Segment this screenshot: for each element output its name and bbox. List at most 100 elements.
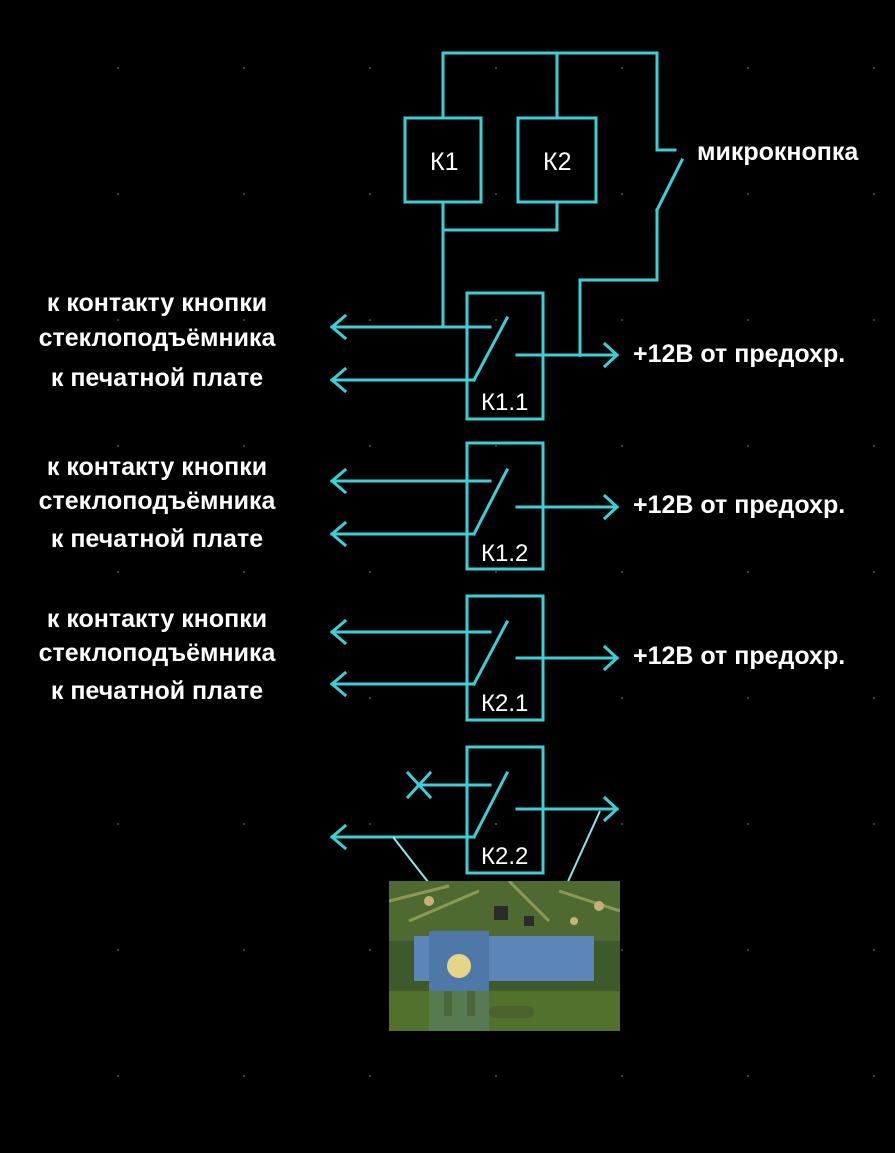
grid-dot <box>747 823 749 825</box>
grid-dot <box>243 67 245 69</box>
grid-dot <box>117 949 119 951</box>
grid-dot <box>243 571 245 573</box>
grid-dot <box>873 67 875 69</box>
grid-dot <box>243 823 245 825</box>
grid-dot <box>747 67 749 69</box>
microswitch-label: микрокнопка <box>697 138 859 166</box>
grid-dot <box>621 697 623 699</box>
grid-dot <box>117 67 119 69</box>
left-label-3-line1: к контакту кнопки <box>46 605 268 633</box>
coil-bottom-wire <box>441 200 559 232</box>
grid-dot <box>369 949 371 951</box>
k21-blade <box>471 619 510 687</box>
grid-dot <box>873 445 875 447</box>
grid-dot <box>621 193 623 195</box>
grid-dot <box>243 445 245 447</box>
left-label-3-line2: стеклоподъёмника <box>38 639 276 667</box>
junction-k11 <box>578 353 582 357</box>
grid-dot <box>747 193 749 195</box>
grid-dot <box>747 571 749 573</box>
coil-k1-label: К1 <box>430 148 459 176</box>
grid-dot <box>747 697 749 699</box>
grid-dot <box>873 571 875 573</box>
left-label-1-line3: к печатной плате <box>50 364 264 392</box>
grid-dot <box>873 949 875 951</box>
grid-dot <box>117 571 119 573</box>
k11-arrow-right <box>602 341 620 369</box>
relay-k22-label: К2.2 <box>481 843 529 870</box>
grid-dot <box>495 571 497 573</box>
grid-dot <box>495 823 497 825</box>
grid-dot <box>369 67 371 69</box>
top-bus-wire <box>441 51 659 152</box>
k22-x-mark <box>405 770 433 800</box>
grid-dot <box>495 67 497 69</box>
k21-arrow-left-bottom <box>329 670 348 698</box>
grid-dot <box>747 949 749 951</box>
k22-arrow-right <box>602 795 620 823</box>
grid-dot <box>369 1075 371 1077</box>
k11-blade <box>471 315 510 383</box>
grid-dot <box>873 1075 875 1077</box>
grid-dot <box>369 193 371 195</box>
grid-dot <box>243 193 245 195</box>
microswitch-lower <box>578 208 659 357</box>
right-label-1: +12В от предохр. <box>633 340 846 368</box>
grid-dot <box>495 697 497 699</box>
grid-dots <box>117 67 875 1077</box>
k12-arrow-left-bottom <box>329 520 348 548</box>
grid-dot <box>495 1075 497 1077</box>
grid-dot <box>873 193 875 195</box>
left-label-2-line3: к печатной плате <box>50 525 264 553</box>
k21-arrow-left-top <box>329 618 348 646</box>
left-label-1-line2: стеклоподъёмника <box>38 324 276 352</box>
coil-k2-label: К2 <box>543 148 572 176</box>
grid-dot <box>117 1075 119 1077</box>
grid-dot <box>621 823 623 825</box>
grid-dot <box>621 949 623 951</box>
relay-k12-label: К1.2 <box>481 540 529 567</box>
grid-dot <box>621 571 623 573</box>
k12-blade <box>471 467 510 537</box>
pcb-photo-icon <box>389 881 620 1031</box>
grid-dot <box>621 319 623 321</box>
grid-dot <box>369 445 371 447</box>
grid-dot <box>621 1075 623 1077</box>
grid-dot <box>243 1075 245 1077</box>
grid-dot <box>747 1075 749 1077</box>
grid-dot <box>117 193 119 195</box>
grid-dot <box>495 193 497 195</box>
grid-dot <box>747 445 749 447</box>
k12-arrow-right <box>602 493 620 521</box>
grid-dot <box>873 319 875 321</box>
pcb-photo <box>389 881 620 1031</box>
left-label-1-line1: к контакту кнопки <box>46 289 268 317</box>
grid-dot <box>495 445 497 447</box>
grid-dot <box>117 319 119 321</box>
left-label-2-line1: к контакту кнопки <box>46 453 268 481</box>
k22-arrow-left <box>329 823 348 851</box>
grid-dot <box>243 949 245 951</box>
relay-k21-label: К2.1 <box>481 690 529 717</box>
relay-k11-label: К1.1 <box>481 389 529 416</box>
grid-dot <box>243 697 245 699</box>
grid-dot <box>243 319 245 321</box>
grid-dot <box>117 445 119 447</box>
grid-dot <box>117 697 119 699</box>
right-label-3: +12В от предохр. <box>633 642 846 670</box>
left-label-3-line3: к печатной плате <box>50 677 264 705</box>
k21-arrow-right <box>602 644 620 672</box>
grid-dot <box>621 67 623 69</box>
k11-arrow-left-top <box>329 313 348 341</box>
grid-dot <box>495 319 497 321</box>
grid-dot <box>369 571 371 573</box>
grid-dot <box>369 823 371 825</box>
grid-dot <box>621 445 623 447</box>
grid-dot <box>117 823 119 825</box>
grid-dot <box>873 823 875 825</box>
microswitch-blade <box>654 157 685 213</box>
grid-dot <box>369 697 371 699</box>
grid-dot <box>747 319 749 321</box>
grid-dot <box>873 697 875 699</box>
